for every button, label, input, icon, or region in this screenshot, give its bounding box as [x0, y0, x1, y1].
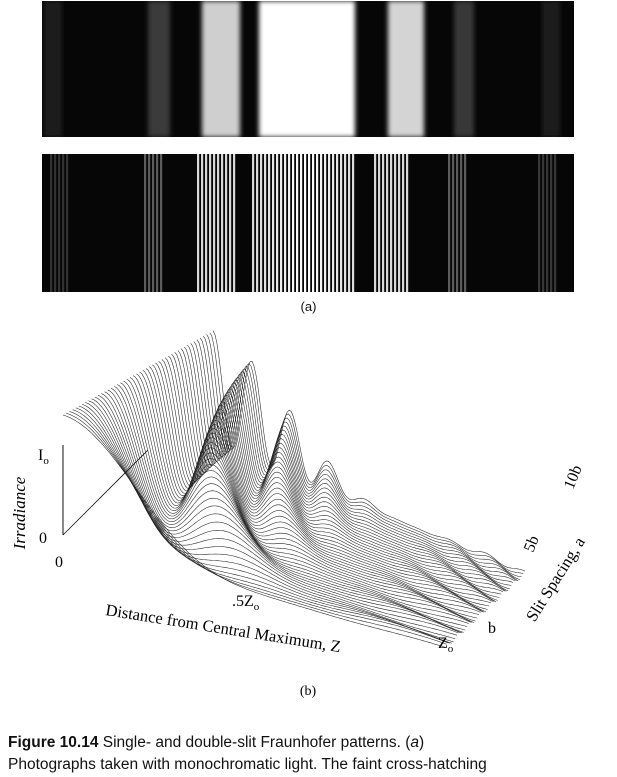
figure-caption: Figure 10.14 Single- and double-slit Fra…	[8, 732, 613, 776]
depth-axis-line	[62, 449, 149, 536]
caption-line-1: Figure 10.14 Single- and double-slit Fra…	[8, 734, 425, 751]
y-axis-label: Irradiance	[10, 476, 29, 550]
x-tick-end: Zo	[438, 635, 454, 655]
single-slit-photograph	[42, 1, 574, 137]
x-tick-mid: .5Zo	[232, 593, 260, 613]
depth-tick-b: b	[488, 620, 496, 637]
depth-tick-10b: 10b	[561, 463, 586, 492]
y-tick-zero: 0	[39, 530, 47, 547]
caption-line-2: Photographs taken with monochromatic lig…	[8, 756, 487, 773]
y-tick-top: Io	[38, 447, 49, 467]
panel-a-label: (a)	[300, 299, 317, 314]
double-slit-photograph	[42, 154, 574, 292]
irradiance-surface-plot: Irradiance Io 0 0 .5Zo Distance from Cen…	[10, 330, 589, 699]
panel-b-label: (b)	[300, 684, 317, 699]
x-tick-zero: 0	[55, 554, 63, 571]
depth-tick-5b: 5b	[521, 533, 543, 554]
figure-number: Figure 10.14	[8, 734, 99, 751]
